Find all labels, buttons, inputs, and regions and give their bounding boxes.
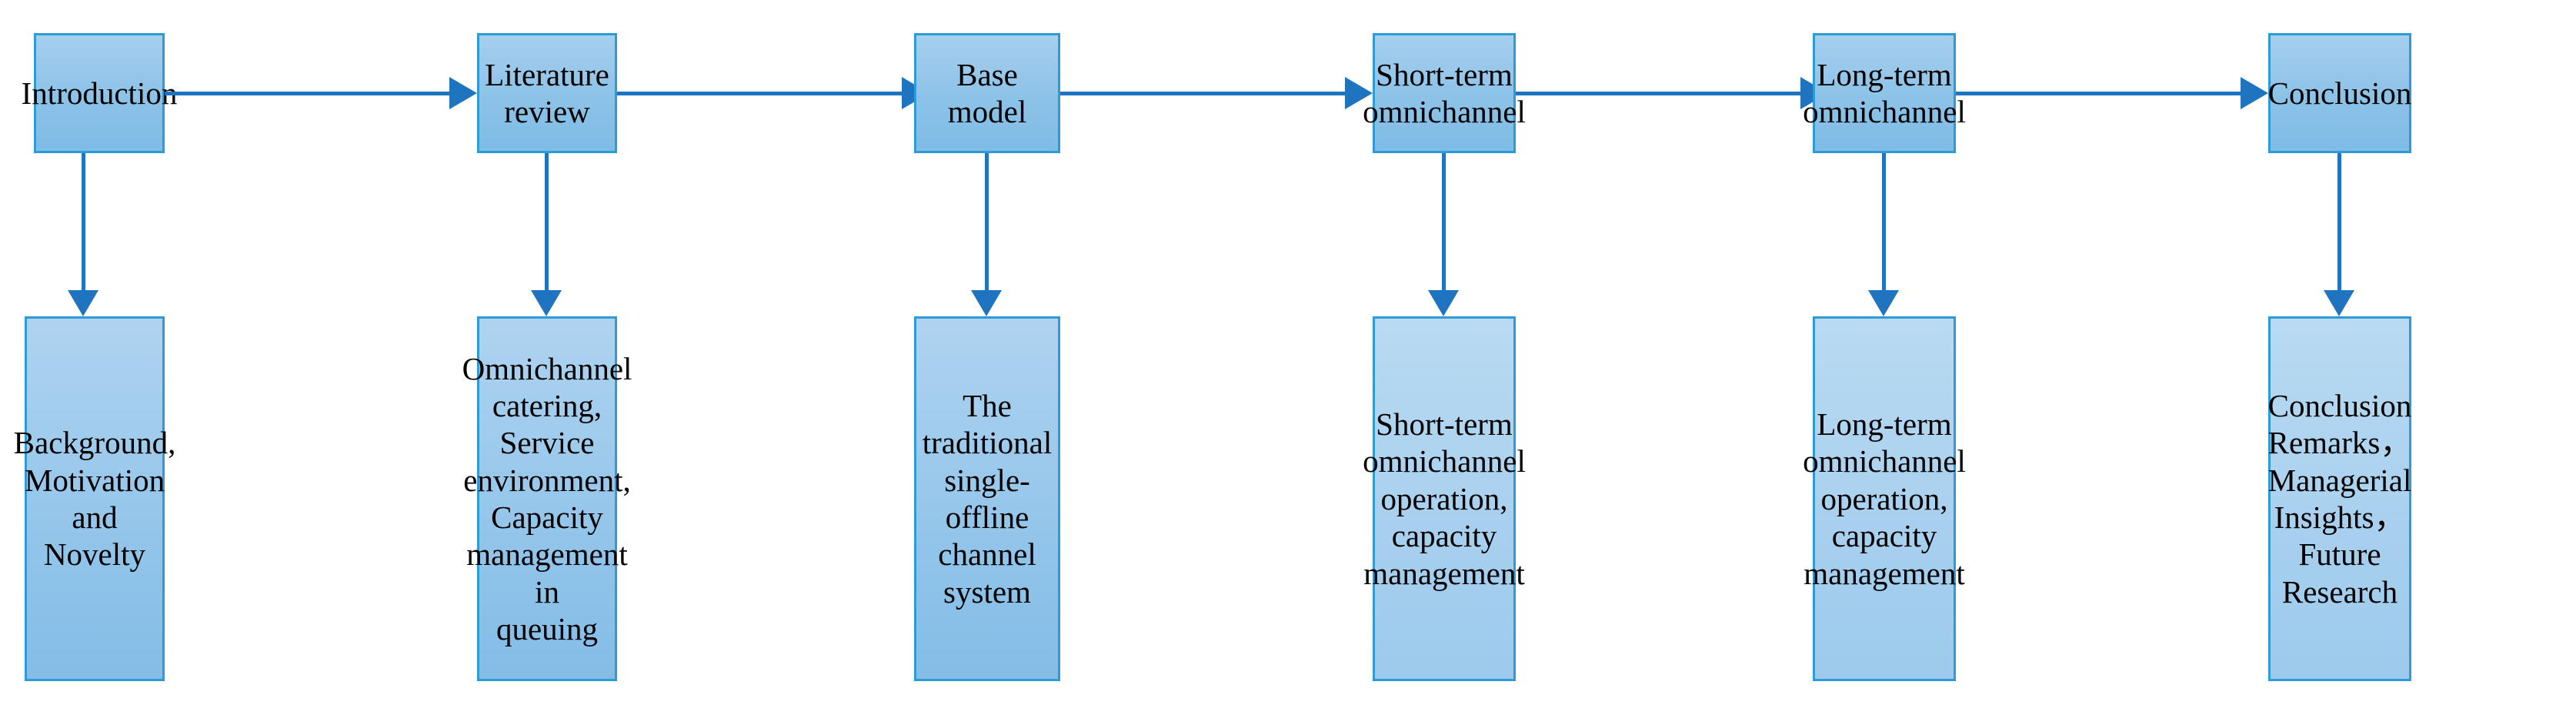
horizontal-connector-line-2 <box>617 92 906 95</box>
vertical-arrow-head-base-model <box>971 290 1002 316</box>
horizontal-arrow-head-5 <box>2241 77 2268 109</box>
horizontal-arrow-head-3 <box>1345 77 1373 109</box>
vertical-connector-line-base-model <box>985 153 989 295</box>
vertical-connector-line-long-term-omnichannel <box>1882 153 1886 295</box>
detail-box-long-term-omnichannel[interactable]: Long-term omnichannel operation, capacit… <box>1803 316 1966 681</box>
vertical-arrow-head-introduction <box>68 290 98 316</box>
detail-label-conclusion: Conclusion Remarks， Managerial Insights，… <box>2267 387 2412 610</box>
detail-box-short-term-omnichannel[interactable]: Short-term omnichannel operation, capaci… <box>1363 316 1526 681</box>
detail-label-introduction: Background, Motivation and Novelty <box>13 425 176 573</box>
vertical-arrow-head-long-term-omnichannel <box>1868 290 1899 316</box>
horizontal-connector-line-5 <box>1956 92 2245 95</box>
stage-label-literature-review: Literature review <box>485 56 609 129</box>
stage-label-introduction: Introduction <box>21 75 178 111</box>
flow-column-long-term-omnichannel: Long-term omnichannel Long-term omnichan… <box>1803 0 1966 705</box>
stage-box-base-model[interactable]: Base model <box>914 33 1060 153</box>
vertical-connector-line-introduction <box>82 153 85 295</box>
stage-label-base-model: Base model <box>947 56 1027 129</box>
vertical-connector-line-literature-review <box>545 153 549 295</box>
detail-box-introduction[interactable]: Background, Motivation and Novelty <box>14 316 175 681</box>
flow-column-literature-review: Literature review Omnichannel catering, … <box>462 0 632 705</box>
flow-column-base-model: Base model The traditional single-offlin… <box>914 0 1060 705</box>
flow-column-short-term-omnichannel: Short-term omnichannel Short-term omnich… <box>1363 0 1526 705</box>
stage-box-conclusion[interactable]: Conclusion <box>2268 33 2411 153</box>
detail-label-long-term-omnichannel: Long-term omnichannel operation, capacit… <box>1803 406 1966 591</box>
flow-column-conclusion: Conclusion Conclusion Remarks， Manageria… <box>2268 0 2411 705</box>
vertical-arrow-head-literature-review <box>531 290 562 316</box>
horizontal-connector-line-1 <box>165 92 454 95</box>
horizontal-arrow-head-1 <box>449 77 477 109</box>
detail-label-short-term-omnichannel: Short-term omnichannel operation, capaci… <box>1363 406 1526 591</box>
stage-label-short-term-omnichannel: Short-term omnichannel <box>1363 56 1526 129</box>
vertical-connector-line-conclusion <box>2337 153 2341 295</box>
stage-label-conclusion: Conclusion <box>2267 75 2412 111</box>
stage-box-short-term-omnichannel[interactable]: Short-term omnichannel <box>1363 33 1526 153</box>
detail-box-base-model[interactable]: The traditional single-offline channel s… <box>914 316 1060 681</box>
detail-label-base-model: The traditional single-offline channel s… <box>922 387 1053 610</box>
vertical-arrow-head-conclusion <box>2324 290 2354 316</box>
flow-column-introduction: Introduction Background, Motivation and … <box>14 0 177 705</box>
stage-box-literature-review[interactable]: Literature review <box>477 33 617 153</box>
vertical-connector-line-short-term-omnichannel <box>1442 153 1446 295</box>
detail-box-conclusion[interactable]: Conclusion Remarks， Managerial Insights，… <box>2268 316 2411 681</box>
stage-box-introduction[interactable]: Introduction <box>22 33 177 153</box>
detail-box-literature-review[interactable]: Omnichannel catering, Service environmen… <box>462 316 632 681</box>
stage-label-long-term-omnichannel: Long-term omnichannel <box>1803 56 1966 129</box>
stage-box-long-term-omnichannel[interactable]: Long-term omnichannel <box>1803 33 1966 153</box>
horizontal-connector-line-4 <box>1516 92 1805 95</box>
vertical-arrow-head-short-term-omnichannel <box>1428 290 1459 316</box>
detail-label-literature-review: Omnichannel catering, Service environmen… <box>462 350 632 647</box>
horizontal-connector-line-3 <box>1060 92 1350 95</box>
